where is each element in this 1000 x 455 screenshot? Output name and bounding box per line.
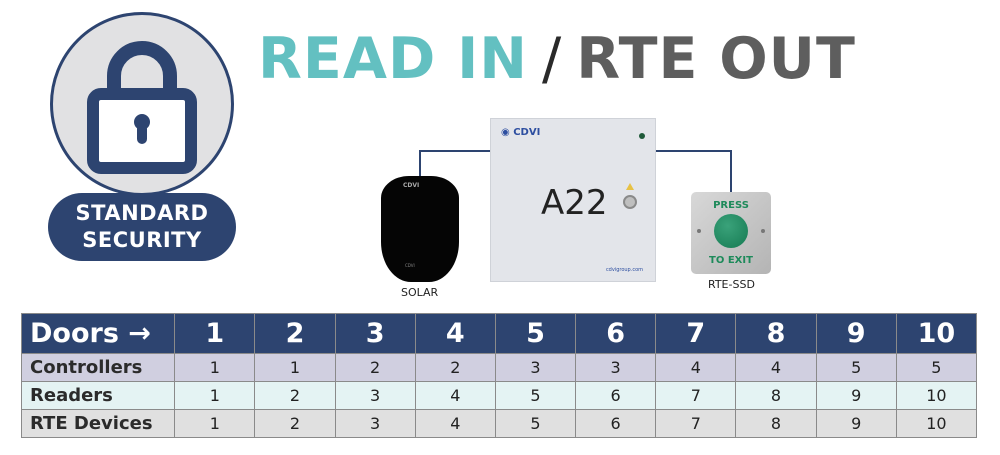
badge-label: STANDARD SECURITY — [48, 193, 236, 261]
rte-bottom-text: TO EXIT — [709, 255, 753, 266]
door-column-header: 5 — [494, 313, 577, 354]
warning-icon — [626, 183, 634, 190]
table-cell: 10 — [895, 409, 978, 438]
title-separator: / — [542, 26, 563, 92]
door-column-header: 2 — [254, 313, 336, 354]
rte-top-text: PRESS — [713, 200, 749, 211]
door-column-header: 8 — [735, 313, 817, 354]
table-cell: 4 — [414, 409, 496, 438]
table-cell: 3 — [575, 353, 657, 382]
screw-icon — [697, 229, 701, 233]
rte-label: RTE-SSD — [708, 278, 755, 291]
table-cell: 6 — [575, 409, 657, 438]
title-read-in: READ IN — [258, 26, 529, 92]
row-label: RTE Devices — [20, 409, 176, 438]
reader-label: SOLAR — [401, 286, 439, 299]
badge-line-1: STANDARD — [75, 201, 209, 225]
table-row-rte-devices: RTE Devices 1 2 3 4 5 6 7 8 9 10 — [20, 409, 978, 438]
table-cell: 8 — [735, 381, 817, 410]
table-cell: 3 — [494, 353, 577, 382]
door-column-header: 9 — [815, 313, 897, 354]
controller-url: cdvigroup.com — [605, 267, 643, 273]
wire-reader-h — [420, 150, 491, 152]
green-dome-button — [714, 214, 748, 248]
table-cell: 5 — [895, 353, 978, 382]
screw-icon — [761, 229, 765, 233]
reader-brand: CDVI — [403, 182, 420, 189]
table-cell: 1 — [174, 353, 256, 382]
controller-model: A22 — [541, 183, 608, 223]
table-cell: 4 — [414, 381, 496, 410]
row-label: Controllers — [20, 353, 176, 382]
key-lock-icon — [623, 195, 637, 209]
table-cell: 1 — [254, 353, 336, 382]
solar-reader-image: CDVI CDVI — [381, 176, 459, 282]
door-column-header: 10 — [895, 313, 978, 354]
table-cell: 2 — [334, 353, 416, 382]
table-header-row: Doors → 1 2 3 4 5 6 7 8 9 10 — [20, 313, 978, 354]
table-cell: 3 — [334, 409, 416, 438]
table-cell: 2 — [254, 381, 336, 410]
table-cell: 6 — [575, 381, 657, 410]
table-cell: 7 — [655, 381, 737, 410]
table-cell: 2 — [414, 353, 496, 382]
a22-controller-image: ◉ CDVI A22 cdvigroup.com — [490, 118, 656, 282]
device-count-table: Doors → 1 2 3 4 5 6 7 8 9 10 Controllers… — [20, 313, 978, 438]
doors-header: Doors → — [20, 313, 176, 354]
door-column-header: 1 — [174, 313, 256, 354]
table-cell: 9 — [815, 409, 897, 438]
table-cell: 8 — [735, 409, 817, 438]
controller-brand: ◉ CDVI — [501, 127, 541, 138]
rte-exit-button-image: PRESS TO EXIT — [691, 192, 771, 274]
badge-line-2: SECURITY — [82, 228, 202, 252]
table-row-readers: Readers 1 2 3 4 5 6 7 8 9 10 — [20, 381, 978, 410]
reader-logo: CDVI — [405, 263, 415, 268]
table-cell: 5 — [494, 409, 577, 438]
door-column-header: 3 — [334, 313, 416, 354]
controller-brand-text: CDVI — [513, 127, 541, 138]
wire-reader-v — [419, 150, 421, 178]
door-column-header: 4 — [414, 313, 496, 354]
table-cell: 5 — [494, 381, 577, 410]
led-indicator — [639, 133, 645, 139]
standard-security-badge: STANDARD SECURITY — [48, 12, 236, 261]
title-rte-out: RTE OUT — [576, 26, 856, 92]
table-cell: 9 — [815, 381, 897, 410]
door-column-header: 6 — [575, 313, 657, 354]
row-label: Readers — [20, 381, 176, 410]
table-row-controllers: Controllers 1 1 2 2 3 3 4 4 5 5 — [20, 353, 978, 382]
table-cell: 1 — [174, 381, 256, 410]
table-cell: 7 — [655, 409, 737, 438]
wire-rte-h — [655, 150, 732, 152]
table-cell: 4 — [735, 353, 817, 382]
wire-rte-v — [730, 150, 732, 193]
page-title: READ IN/RTE OUT — [258, 26, 856, 92]
table-cell: 4 — [655, 353, 737, 382]
table-cell: 10 — [895, 381, 978, 410]
table-cell: 2 — [254, 409, 336, 438]
table-cell: 3 — [334, 381, 416, 410]
padlock-icon — [87, 41, 197, 174]
table-cell: 5 — [815, 353, 897, 382]
table-cell: 1 — [174, 409, 256, 438]
door-column-header: 7 — [655, 313, 737, 354]
